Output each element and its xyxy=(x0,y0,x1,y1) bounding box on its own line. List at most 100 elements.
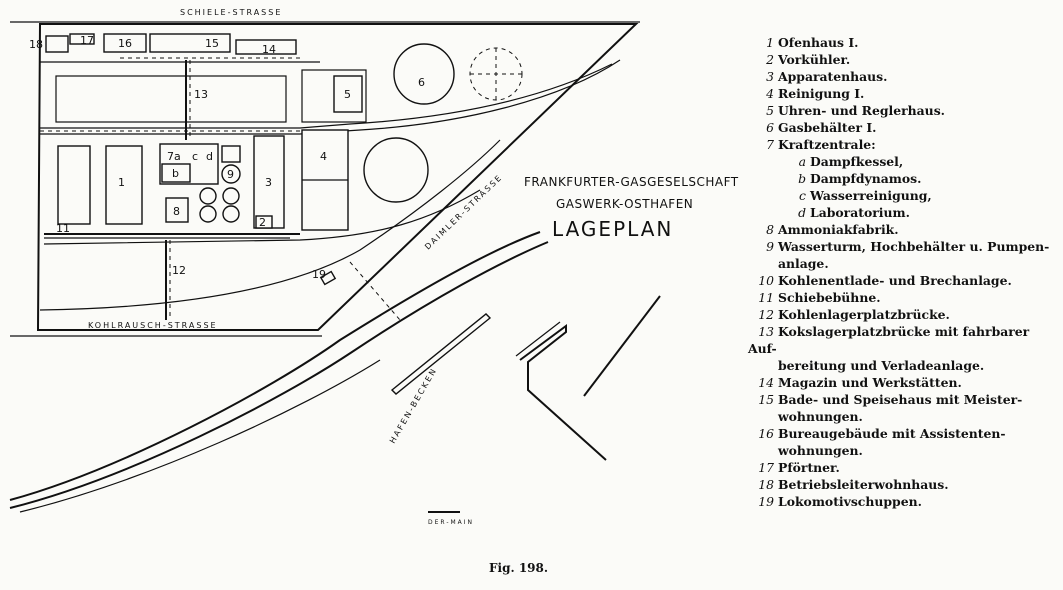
harbor-mole xyxy=(390,313,492,395)
building-5 xyxy=(333,75,363,113)
label-5: 5 xyxy=(344,88,351,101)
legend-text: Kohlenentlade- und Brechanlage. xyxy=(778,273,1012,288)
legend-number: 8 xyxy=(766,222,774,237)
legend-number: 11 xyxy=(758,290,774,305)
legend-text: Bade- und Speisehaus mit Meister- xyxy=(778,392,1023,407)
legend-number: b xyxy=(798,171,806,186)
building-7b xyxy=(161,163,191,183)
legend-text: Uhren- und Reglerhaus. xyxy=(778,103,945,118)
figure-caption: Fig. 198. xyxy=(489,561,549,575)
legend-text: Kraftzentrale: xyxy=(778,137,876,152)
bank-right xyxy=(519,324,607,461)
plan-title-3: LAGEPLAN xyxy=(552,217,673,241)
label-16: 16 xyxy=(118,37,132,50)
tower-9 xyxy=(221,145,241,163)
legend-text: Ofenhaus I. xyxy=(778,35,859,50)
legend-number: 10 xyxy=(758,273,774,288)
legend-number: 17 xyxy=(758,460,774,475)
legend-text: Dampfdynamos. xyxy=(810,171,922,186)
rail-main-1 xyxy=(40,63,613,129)
legend-text: Kohlenlagerplatzbrücke. xyxy=(778,307,950,322)
building-16 xyxy=(103,33,147,53)
legend-item: b Dampfdynamos. xyxy=(748,170,1058,187)
street-top-label: SCHIELE-STRASSE xyxy=(180,8,282,17)
gasholder-6 xyxy=(393,43,455,105)
gasholder-planned-1-cross xyxy=(470,48,522,100)
label-4: 4 xyxy=(320,150,327,163)
legend-number: 3 xyxy=(766,69,774,84)
tank-9c xyxy=(222,187,240,205)
building-2 xyxy=(255,215,273,229)
legend-item: 7 Kraftzentrale: xyxy=(748,136,1058,153)
legend-continuation: anlage. xyxy=(778,256,829,271)
label-3: 3 xyxy=(265,176,272,189)
plan-title-1: FRANKFURTER-GASGESELSCHAFT xyxy=(524,175,739,189)
legend-number: 16 xyxy=(758,426,774,441)
legend-text: Schiebebühne. xyxy=(778,290,881,305)
plan-title-2: GASWERK-OSTHAFEN xyxy=(556,197,693,211)
legend-text: Apparatenhaus. xyxy=(778,69,888,84)
street-bottom-label: KOHLRAUSCH-STRASSE xyxy=(88,321,218,330)
legend-item: 11 Schiebebühne. xyxy=(748,289,1058,306)
legend-number: 6 xyxy=(766,120,774,135)
legend-item: 19 Lokomotivschuppen. xyxy=(748,493,1058,510)
label-8: 8 xyxy=(173,205,180,218)
building-14 xyxy=(235,39,297,55)
legend-item: 18 Betriebsleiterwohnhaus. xyxy=(748,476,1058,493)
legend-text: Gasbehälter I. xyxy=(778,120,877,135)
legend-item: 3 Apparatenhaus. xyxy=(748,68,1058,85)
legend-item: 4 Reinigung I. xyxy=(748,85,1058,102)
legend-text: Kokslagerplatzbrücke mit fahrbarer Auf- xyxy=(748,324,1030,356)
bank-right-2 xyxy=(515,321,561,357)
legend-number: 13 xyxy=(758,324,774,339)
gasholder-planned-2 xyxy=(363,137,429,203)
legend-number: 5 xyxy=(766,103,774,118)
harbor-edge-2 xyxy=(9,241,549,509)
legend-text: Ammoniakfabrik. xyxy=(778,222,899,237)
harbor-edge-3 xyxy=(19,359,381,513)
street-right-label: DAIMLER-STRASSE xyxy=(423,173,504,252)
legend-item: 8 Ammoniakfabrik. xyxy=(748,221,1058,238)
legend-number: 2 xyxy=(766,52,774,67)
legend-text: Dampfkessel, xyxy=(810,154,904,169)
legend-text: Vorkühler. xyxy=(778,52,851,67)
legend-number: 4 xyxy=(766,86,774,101)
tank-9 xyxy=(221,164,241,184)
legend-number: a xyxy=(798,154,806,169)
rail-loop xyxy=(39,139,501,311)
site-plan: SCHIELE-STRASSE KOHLRAUSCH-STRASSE DAIML… xyxy=(9,8,739,526)
legend-text: Betriebsleiterwohnhaus. xyxy=(778,477,949,492)
legend-number: 14 xyxy=(758,375,774,390)
scale-label: DER-MAIN xyxy=(428,519,474,526)
legend-text: Reinigung I. xyxy=(778,86,865,101)
building-18 xyxy=(45,35,69,53)
label-17: 17 xyxy=(80,34,94,47)
legend-number: 15 xyxy=(758,392,774,407)
label-6: 6 xyxy=(418,76,425,89)
building-19 xyxy=(319,270,337,286)
legend-number: 18 xyxy=(758,477,774,492)
label-1: 1 xyxy=(118,176,125,189)
legend-text: Laboratorium. xyxy=(810,205,910,220)
building-1 xyxy=(105,145,143,225)
legend-number: c xyxy=(799,188,806,203)
legend-text: Lokomotivschuppen. xyxy=(778,494,922,509)
legend-item: 6 Gasbehälter I. xyxy=(748,119,1058,136)
label-11: 11 xyxy=(56,222,70,235)
tank-9b xyxy=(199,205,217,223)
legend-text: Magazin und Werkstätten. xyxy=(778,375,962,390)
legend-number: d xyxy=(798,205,806,220)
label-2: 2 xyxy=(259,216,266,229)
building-15 xyxy=(149,33,231,53)
legend-number: 19 xyxy=(758,494,774,509)
building-3 xyxy=(253,135,285,229)
legend-continuation: bereitung und Verladeanlage. xyxy=(778,358,985,373)
legend-number: 7 xyxy=(766,137,774,152)
